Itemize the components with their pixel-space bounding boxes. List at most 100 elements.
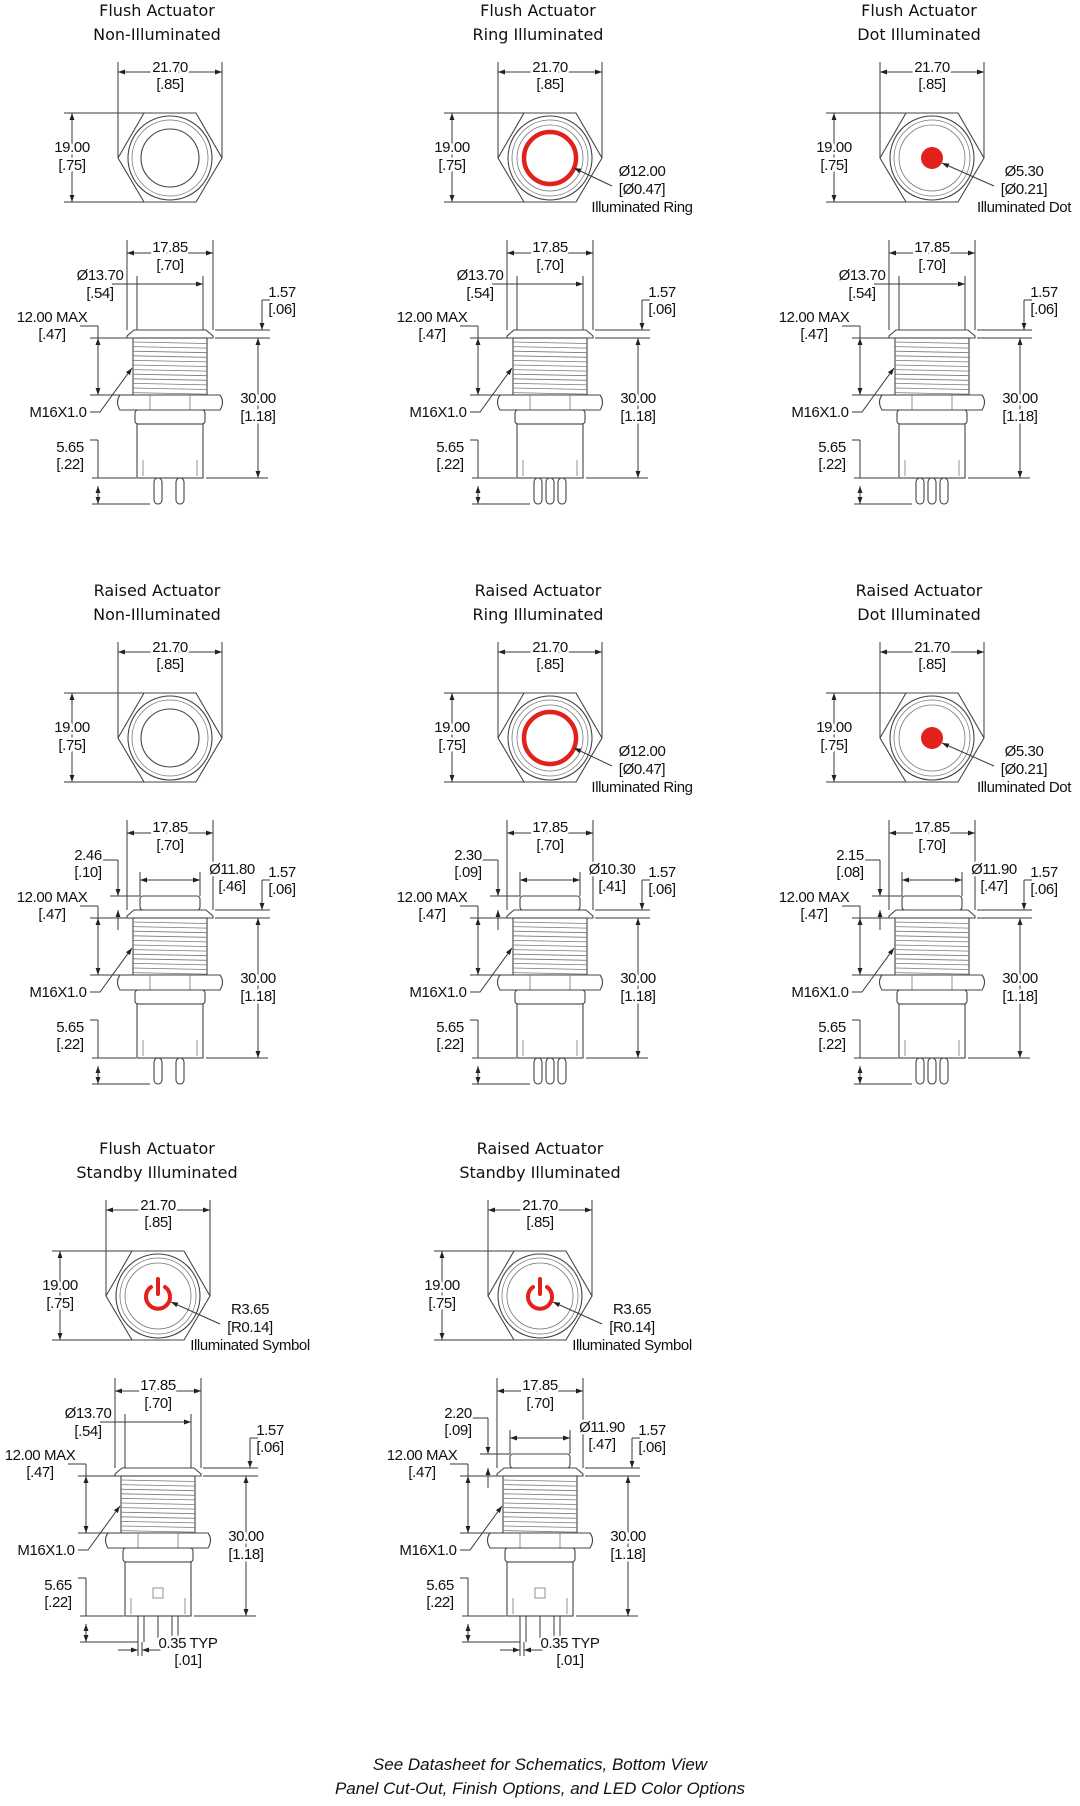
panel-title-line-1: Flush Actuator — [861, 1, 977, 20]
thread-line — [132, 930, 208, 934]
panel-title-line-2: Standby Illuminated — [76, 1163, 237, 1182]
flange-thickness-in: [.06] — [256, 1439, 283, 1456]
side-view: 17.85[.70]Ø13.70[.54]1.57[.06]30.00[1.18… — [14, 237, 299, 505]
actuator-diameter-mm: Ø11.90 — [971, 861, 1017, 878]
o-ring-collar — [514, 989, 586, 1005]
flange-thickness-in: [.06] — [268, 881, 295, 898]
thread-line — [120, 1484, 196, 1487]
max-panel-thickness-in: [.47] — [38, 326, 65, 343]
height-dimension-mm: 19.00 — [434, 139, 470, 156]
thread-line — [894, 378, 970, 381]
thread-line — [512, 341, 588, 344]
thread-line — [512, 350, 588, 354]
side-view: 17.85[.70]Ø13.70[.54]0.35 TYP[.01]1.57[.… — [2, 1375, 287, 1672]
hex-nut — [878, 974, 986, 991]
panel-title-line-2: Non-Illuminated — [93, 25, 221, 44]
bezel-flange — [126, 329, 214, 339]
pin-length-in: [.22] — [818, 456, 845, 473]
o-ring-collar — [122, 1547, 194, 1563]
thread-line — [132, 944, 208, 947]
thread-line — [132, 949, 208, 952]
switch-housing — [516, 1003, 584, 1059]
bezel-width-mm: 17.85 — [152, 239, 188, 256]
actuator-diameter-in: [.47] — [980, 878, 1007, 895]
width-dimension-in: [.85] — [536, 76, 563, 93]
o-ring-collar — [896, 409, 968, 425]
top-view: 21.70[.85]19.00[.75] — [52, 637, 223, 783]
callout-description: Illuminated Symbol — [190, 1337, 310, 1354]
thread-leader — [852, 947, 895, 993]
thread-line — [502, 1502, 578, 1505]
max-panel-thickness-in: [.47] — [26, 1464, 53, 1481]
thread-line — [132, 958, 208, 961]
thread-line — [894, 350, 970, 354]
o-ring-collar — [134, 989, 206, 1005]
max-panel-thickness-mm: 12.00 MAX — [17, 309, 88, 326]
callout-leader — [552, 1301, 603, 1325]
height-dimension-mm: 19.00 — [54, 719, 90, 736]
thread-line — [512, 373, 588, 377]
thread-line — [132, 346, 208, 349]
o-ring-collar — [134, 409, 206, 425]
bezel-width-mm: 17.85 — [914, 239, 950, 256]
terminal-pin — [557, 1057, 567, 1085]
pin-length-in: [.22] — [426, 1594, 453, 1611]
top-view: 21.70[.85]19.00[.75]R3.65[R0.14]Illumina… — [40, 1195, 313, 1357]
width-dimension-mm: 21.70 — [152, 639, 188, 656]
height-dimension-in: [.75] — [820, 157, 847, 174]
side-view: 17.85[.70]Ø11.90[.47]2.15[.08]1.57[.06]3… — [776, 817, 1061, 1085]
thread-line — [120, 1507, 196, 1510]
thread-line — [132, 341, 208, 344]
bezel-ring-inner — [501, 1257, 579, 1335]
actuator-diameter-mm: Ø11.90 — [579, 1419, 625, 1436]
callout-size-in: [Ø0.21] — [1001, 761, 1048, 778]
thread-spec: M16X1.0 — [17, 1542, 74, 1559]
thread-line — [120, 1502, 196, 1505]
power-symbol-icon — [526, 1285, 554, 1311]
actuator-face — [140, 708, 200, 768]
callout-leader — [170, 1301, 221, 1325]
footer-note-line-2: Panel Cut-Out, Finish Options, and LED C… — [335, 1779, 746, 1798]
overall-length-mm: 30.00 — [240, 970, 276, 987]
thread-leader — [470, 947, 513, 993]
pin-length-mm: 5.65 — [436, 1019, 464, 1036]
pin-length-in: [.22] — [436, 456, 463, 473]
thread-line — [502, 1484, 578, 1487]
callout-size-mm: Ø5.30 — [1005, 163, 1044, 180]
hex-nut — [116, 974, 224, 991]
bezel-width-mm: 17.85 — [532, 239, 568, 256]
o-ring-collar — [504, 1547, 576, 1563]
drawing-panel-raised-actuator-non-illuminated: Raised ActuatorNon-Illuminated21.70[.85]… — [14, 581, 299, 1085]
bezel-ring-inner — [511, 119, 589, 197]
top-view: 21.70[.85]19.00[.75]Ø12.00[Ø0.47]Illumin… — [432, 637, 696, 799]
actuator-face — [124, 1262, 192, 1330]
thread-line — [894, 346, 970, 349]
max-panel-thickness-in: [.47] — [38, 906, 65, 923]
cap-height-mm: 2.20 — [444, 1405, 472, 1422]
terminal-pin — [939, 1057, 949, 1085]
thread-line — [894, 392, 970, 395]
max-panel-thickness-mm: 12.00 MAX — [5, 1447, 76, 1464]
callout-leader — [941, 742, 995, 767]
width-dimension-mm: 21.70 — [532, 59, 568, 76]
flange-thickness-in: [.06] — [638, 1439, 665, 1456]
overall-length-in: [1.18] — [620, 988, 655, 1005]
switch-housing — [898, 1003, 966, 1059]
thread-line — [512, 949, 588, 952]
top-view: 21.70[.85]19.00[.75]Ø5.30[Ø0.21]Illumina… — [814, 57, 1075, 219]
bezel-width-in: [.70] — [144, 1395, 171, 1412]
thread-line — [512, 355, 588, 358]
overall-length-in: [1.18] — [228, 1546, 263, 1563]
thread-line — [132, 350, 208, 354]
pin-length-in: [.22] — [818, 1036, 845, 1053]
width-dimension-mm: 21.70 — [152, 59, 188, 76]
terminal-pin — [939, 477, 949, 505]
bezel-flange — [888, 329, 976, 339]
bezel-ring-outline — [507, 115, 593, 201]
side-view: 17.85[.70]Ø11.90[.47]2.20[.09]0.35 TYP[.… — [384, 1375, 669, 1672]
side-view: 17.85[.70]Ø13.70[.54]1.57[.06]30.00[1.18… — [394, 237, 679, 505]
o-ring-collar — [896, 989, 968, 1005]
thread-line — [132, 383, 208, 386]
